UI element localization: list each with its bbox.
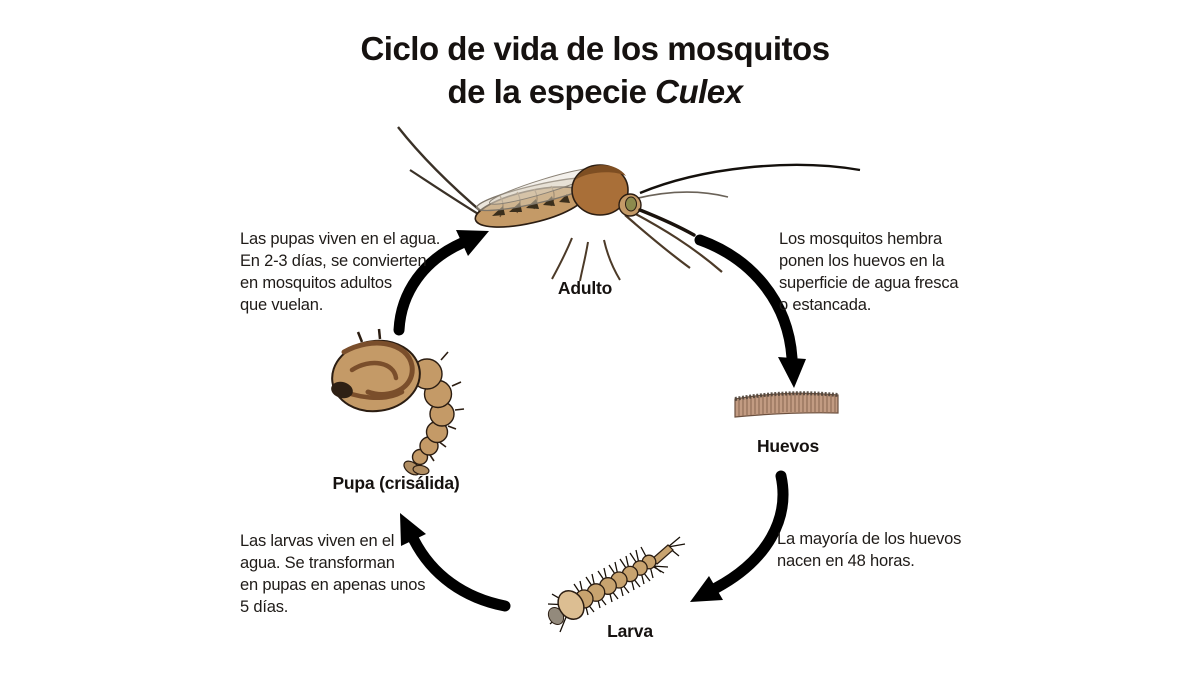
adult-mosquito-illustration <box>397 126 861 282</box>
arrow-larva-to-pupa-icon <box>400 513 511 612</box>
annotation-line: que vuelan. <box>240 296 324 314</box>
annotation-line: ponen los huevos en la <box>779 252 945 270</box>
annotation-larva-to-pupa: Las larvas viven en el agua. Se transfor… <box>240 530 426 618</box>
stage-label-adult: Adulto <box>557 278 613 298</box>
annotation-line: o estancada. <box>779 296 872 314</box>
annotation-pupa-to-adult: Las pupas viven en el agua. En 2-3 días,… <box>240 228 440 316</box>
stage-label-pupa: Pupa (crisálida) <box>332 473 460 493</box>
pupa-illustration <box>331 328 465 476</box>
arrow-adult-to-eggs-icon <box>694 234 806 388</box>
title-line-1: Ciclo de vida de los mosquitos <box>360 30 830 67</box>
stage-label-eggs: Huevos <box>756 436 820 456</box>
annotation-line: 5 días. <box>240 598 289 616</box>
annotation-line: nacen en 48 horas. <box>777 552 915 570</box>
arrow-pupa-to-adult-icon <box>393 230 489 336</box>
annotation-line: En 2-3 días, se convierten <box>240 252 427 270</box>
annotation-line: en pupas en apenas unos <box>240 576 426 594</box>
annotation-line: Las larvas viven en el <box>240 532 395 550</box>
species-name: Culex <box>655 73 743 110</box>
annotation-line: agua. Se transforman <box>240 554 395 572</box>
larva-illustration <box>547 536 686 633</box>
egg-raft-illustration <box>734 391 839 418</box>
title-line-2: de la especie Culex <box>447 73 743 110</box>
annotation-line: en mosquitos adultos <box>240 274 392 292</box>
annotation-line: La mayoría de los huevos <box>777 530 962 548</box>
annotation-adult-to-eggs: Los mosquitos hembra ponen los huevos en… <box>779 228 959 316</box>
annotation-line: Las pupas viven en el agua. <box>240 230 441 248</box>
annotation-line: superficie de agua fresca <box>779 274 959 292</box>
arrow-eggs-to-larva-icon <box>690 470 789 602</box>
diagram-title: Ciclo de vida de los mosquitos de la esp… <box>250 27 940 113</box>
annotation-eggs-to-larva: La mayoría de los huevos nacen en 48 hor… <box>777 528 961 572</box>
stage-label-larva: Larva <box>607 621 653 641</box>
annotation-line: Los mosquitos hembra <box>779 230 942 248</box>
